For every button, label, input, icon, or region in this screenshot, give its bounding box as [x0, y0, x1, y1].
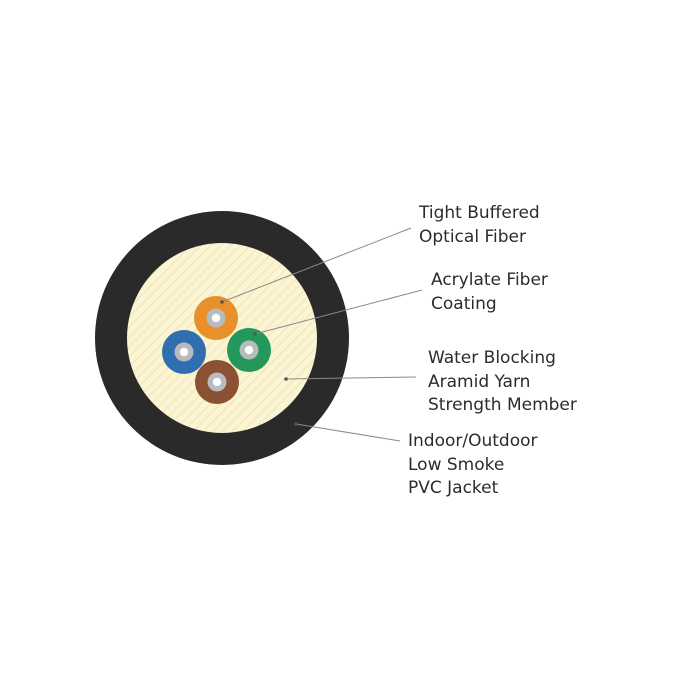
label-water-blocking-line3: Strength Member — [428, 395, 577, 415]
fiber-blue — [162, 330, 206, 374]
label-jacket-line3: PVC Jacket — [408, 478, 499, 498]
leader-line-tight-buffered — [221, 227, 412, 303]
leader-dots — [220, 300, 298, 426]
label-acrylate-line1: Acrylate Fiber — [431, 270, 548, 290]
leader-dot-acrylate-coating — [253, 332, 257, 336]
label-water-blocking-aramid-yarn: Water Blocking Aramid Yarn Strength Memb… — [428, 347, 577, 418]
label-acrylate-line2: Coating — [431, 293, 497, 314]
fibers-group — [162, 296, 271, 404]
fiber-brown-core — [212, 377, 222, 387]
fiber-brown — [195, 360, 239, 404]
label-jacket-line2: Low Smoke — [408, 454, 505, 475]
fiber-orange-core — [211, 313, 221, 323]
label-acrylate-fiber-coating: Acrylate Fiber Coating — [431, 269, 548, 316]
leader-dot-water-blocking — [284, 377, 288, 381]
fiber-green-core — [244, 345, 254, 355]
label-tight-buffered-line1: Tight Buffered — [419, 203, 540, 223]
label-water-blocking-line1: Water Blocking — [428, 348, 556, 368]
leader-line-water-blocking — [285, 376, 417, 380]
label-pvc-jacket: Indoor/Outdoor Low Smoke PVC Jacket — [408, 430, 538, 501]
label-tight-buffered-line2: Optical Fiber — [419, 226, 526, 247]
fiber-orange — [194, 296, 238, 340]
leader-dot-tight-buffered — [220, 300, 224, 304]
leader-line-acrylate-coating — [254, 289, 423, 335]
leader-line-jacket — [295, 423, 401, 442]
label-jacket-line1: Indoor/Outdoor — [408, 431, 538, 451]
fiber-blue-core — [179, 347, 189, 357]
label-water-blocking-line2: Aramid Yarn — [428, 371, 531, 392]
leader-dot-jacket — [294, 422, 298, 426]
label-tight-buffered-optical-fiber: Tight Buffered Optical Fiber — [419, 202, 540, 249]
leader-lines — [221, 227, 423, 442]
fiber-green — [227, 328, 271, 372]
